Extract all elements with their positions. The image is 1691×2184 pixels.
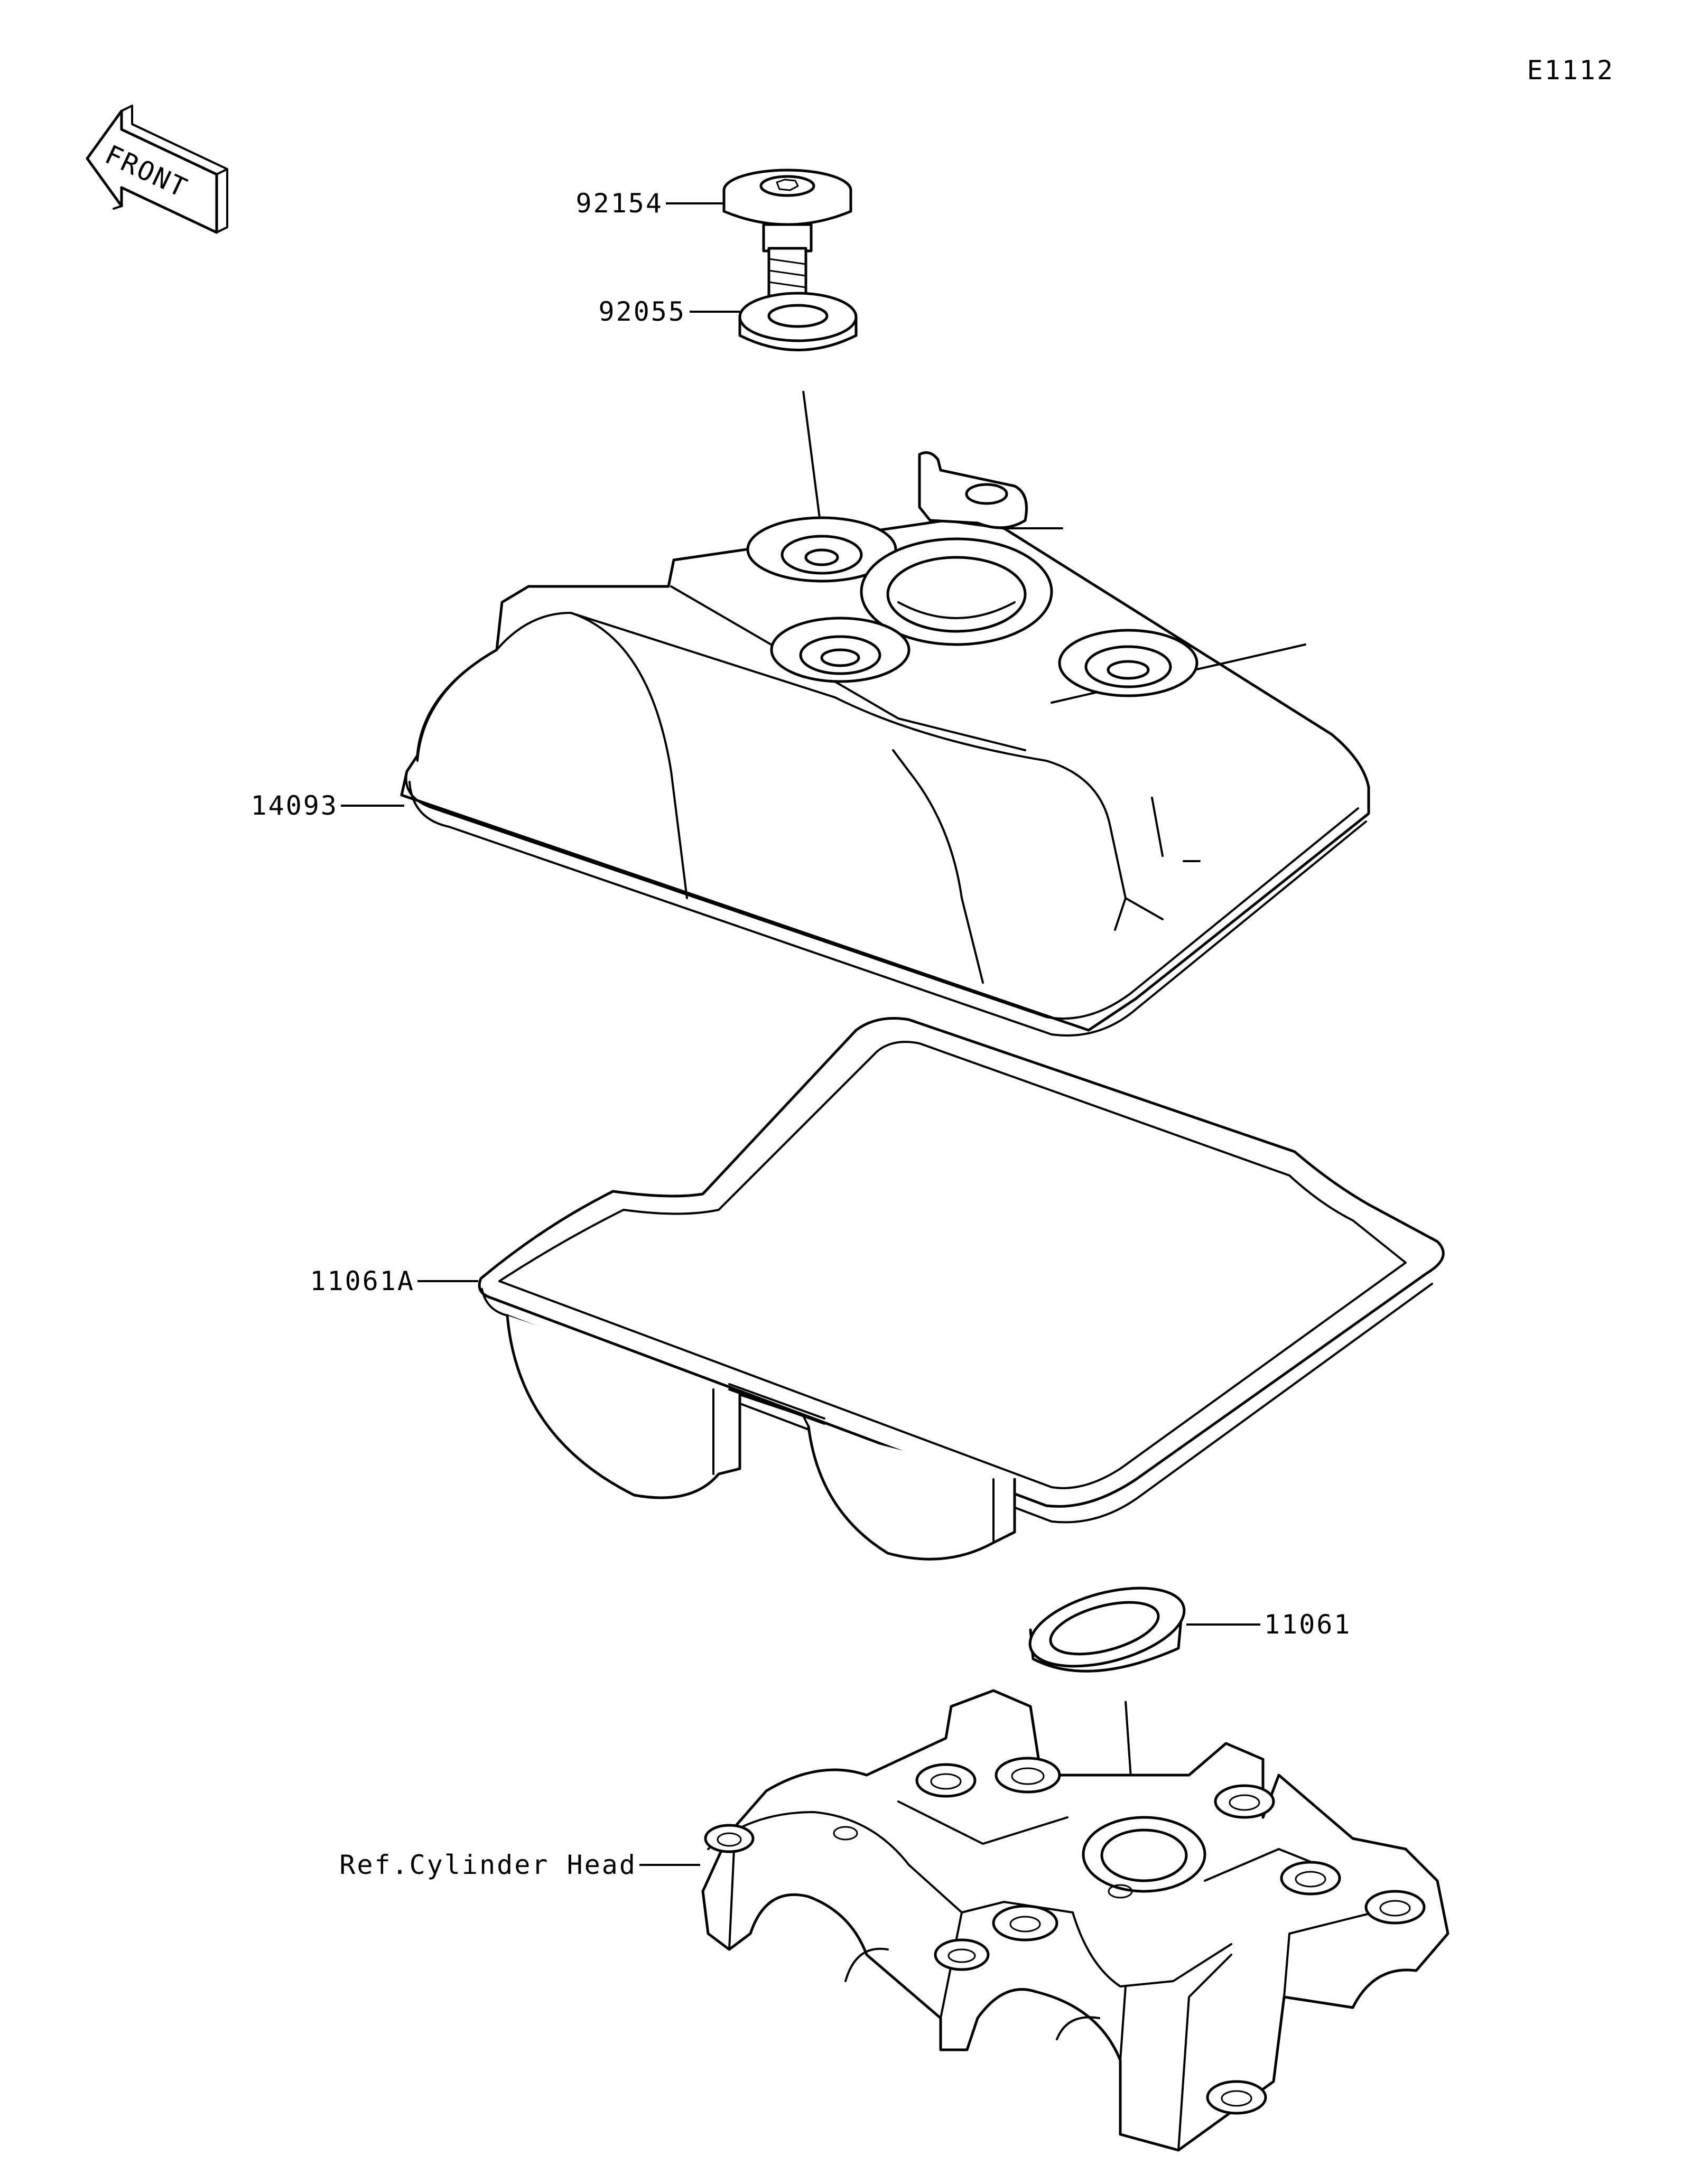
callout-label-cover: 14093 [250,790,338,821]
callout-bolt: 92154 [575,188,724,219]
bolt-92154 [722,169,852,297]
cylinder-head-reference [701,1689,1450,2152]
callout-cover: 14093 [250,790,404,821]
callout-label-washer: 92055 [598,296,686,327]
plug-gasket-11061 [1028,1586,1186,1673]
gasket-11061A [478,1017,1445,1561]
callout-label-cylinder-head: Ref.Cylinder Head [339,1850,637,1880]
callout-gasket: 11061A [310,1266,478,1296]
callout-washer: 92055 [598,296,740,327]
cylinder-head-cover-14093 [400,451,1370,1037]
callout-label-bolt: 92154 [575,188,663,219]
front-arrow-icon: FRONT [86,105,228,234]
callout-plug-gasket: 11061 [1186,1609,1352,1640]
diagram-id: E1112 [1527,55,1614,86]
washer-92055 [738,292,858,351]
callout-label-gasket: 11061A [310,1266,415,1296]
callout-cylinder-head: Ref.Cylinder Head [339,1850,700,1880]
callout-label-plug-gasket: 11061 [1264,1609,1352,1640]
